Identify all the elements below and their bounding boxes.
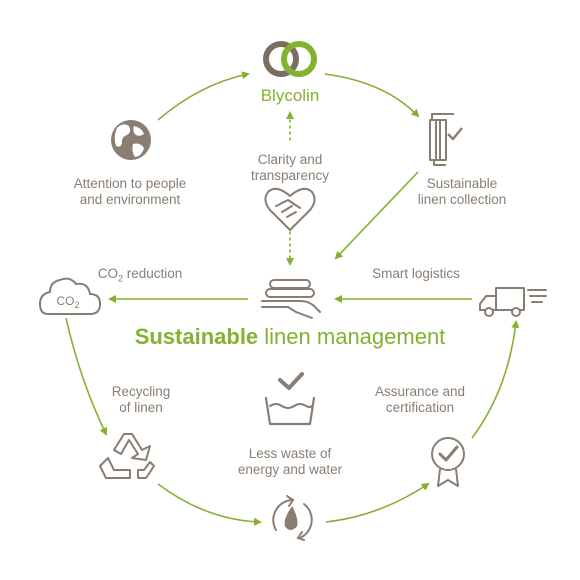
delivery-truck-icon [479, 287, 547, 317]
linen-stack-hand-icon [261, 279, 321, 319]
arrow-collection-to-center [334, 171, 419, 260]
label-attention-line2: and environment [79, 192, 181, 207]
label-clarity-line2: transparency [250, 168, 330, 183]
label-co2-reduction-text: CO2 reduction [70, 266, 210, 287]
label-less-waste-line1: Less waste of [248, 446, 332, 461]
arrow-co2-to-recycling [65, 317, 108, 436]
label-co2-reduction: CO2 reduction [70, 266, 210, 287]
water-cycle-icon [272, 495, 313, 541]
label-attention-line1: Attention to people [73, 176, 187, 191]
label-collection-line1: Sustainable [426, 176, 498, 191]
co2-suffix: reduction [122, 266, 183, 281]
brand-logo [263, 41, 317, 77]
arrow-recycling-to-water [157, 483, 262, 526]
arrow-brand-to-collection [324, 73, 420, 118]
title-strong: Sustainable [134, 324, 259, 349]
handshake-heart-icon [264, 187, 316, 231]
co2-prefix: CO [97, 266, 118, 281]
label-less-waste: Less waste of energy and water [215, 446, 365, 478]
recycle-icon [99, 433, 155, 479]
brand-name: Blycolin [260, 86, 320, 105]
label-less-waste-line2: energy and water [237, 462, 343, 477]
arrow-badge-to-truck [471, 320, 520, 439]
label-recycling-line1: Recycling [111, 384, 171, 399]
title-rest: linen management [258, 324, 446, 349]
label-clarity: Clarity and transparency [230, 152, 350, 184]
label-assurance-line1: Assurance and [374, 384, 466, 399]
connectors [65, 71, 520, 526]
arrow-water-to-badge [325, 482, 430, 523]
label-assurance: Assurance and certification [350, 384, 490, 416]
diagram-title: Sustainable linen management [0, 324, 580, 350]
label-attention: Attention to people and environment [50, 176, 210, 208]
globe-icon [111, 120, 151, 160]
co2-icon-text: CO2 [56, 294, 79, 310]
towel-rail-icon [429, 113, 463, 166]
label-recycling-line2: of linen [119, 400, 163, 415]
label-smart-logistics-text: Smart logistics [372, 266, 460, 281]
arrow-globe-to-brand [157, 71, 250, 121]
co2-subscript: 2 [117, 273, 123, 284]
co2-cloud-icon [38, 277, 102, 315]
label-collection-line2: linen collection [417, 192, 507, 207]
label-smart-logistics: Smart logistics [346, 266, 486, 282]
washing-basin-icon [264, 372, 316, 426]
label-clarity-line1: Clarity and [257, 152, 323, 167]
label-recycling: Recycling of linen [86, 384, 196, 416]
label-collection: Sustainable linen collection [392, 176, 532, 208]
label-assurance-line2: certification [385, 400, 455, 415]
certificate-badge-icon [431, 437, 465, 487]
